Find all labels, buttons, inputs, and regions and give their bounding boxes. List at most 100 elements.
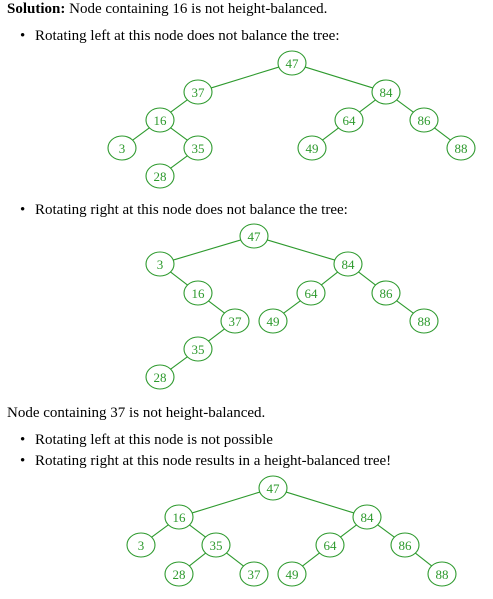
tree-node-35: 35: [183, 336, 213, 362]
tree-edge-b64-b49: [283, 300, 301, 314]
tree-edge-b84-b86: [358, 271, 376, 286]
tree-node-3: 3: [145, 251, 175, 277]
tree-node-3: 3: [126, 532, 156, 558]
tree-node-64: 64: [296, 280, 326, 306]
tree-node-47: 47: [258, 475, 288, 501]
tree-node-label: 49: [286, 567, 299, 582]
paragraph-node-37: Node containing 37 is not height-balance…: [7, 405, 266, 421]
tree-node-84: 84: [371, 79, 401, 105]
tree-node-16: 16: [183, 280, 213, 306]
tree-node-84: 84: [352, 504, 382, 530]
tree-node-circle: [371, 280, 401, 306]
tree-node-label: 28: [154, 370, 167, 385]
tree-edge-b47-b3: [173, 239, 241, 261]
tree-node-label: 16: [173, 510, 187, 525]
bullet-text-right-rotation-16: Rotating right at this node does not bal…: [35, 202, 348, 218]
tree-edge-a35-a28: [170, 155, 188, 169]
tree-node-label: 88: [455, 141, 468, 156]
tree-node-47: 47: [277, 50, 307, 76]
bullet-text-left-rotation-37: Rotating left at this node is not possib…: [35, 432, 273, 448]
tree-node-49: 49: [277, 561, 307, 587]
tree-node-35: 35: [183, 135, 213, 161]
tree-node-64: 64: [334, 107, 364, 133]
tree-node-28: 28: [145, 364, 175, 390]
tree-node-88: 88: [446, 135, 476, 161]
tree-edge-a86-a88: [434, 127, 451, 141]
tree-node-88: 88: [409, 308, 439, 334]
tree-node-64: 64: [315, 532, 345, 558]
tree-node-circle: [333, 251, 363, 277]
bullet-marker-4: •: [20, 453, 26, 469]
tree-node-circle: [164, 504, 194, 530]
tree-node-circle: [258, 308, 288, 334]
tree-edge-b16-b37: [208, 300, 225, 314]
tree-node-label: 35: [192, 342, 205, 357]
bullet-marker-1: •: [20, 28, 26, 44]
tree-edge-a84-a64: [359, 99, 376, 113]
tree-node-label: 35: [192, 141, 205, 156]
tree-node-label: 37: [192, 85, 206, 100]
tree-node-label: 47: [286, 56, 300, 71]
tree-node-circle: [201, 532, 231, 558]
tree-node-label: 37: [248, 567, 262, 582]
tree-node-16: 16: [145, 107, 175, 133]
tree-node-label: 86: [380, 286, 394, 301]
tree-node-label: 86: [418, 113, 432, 128]
tree-node-86: 86: [390, 532, 420, 558]
tree-node-35: 35: [201, 532, 231, 558]
tree-node-label: 88: [418, 314, 431, 329]
tree-node-label: 64: [324, 538, 338, 553]
tree-edge-c84-c64: [340, 524, 357, 538]
tree-node-label: 64: [343, 113, 357, 128]
tree-node-circle: [258, 475, 288, 501]
tree-edge-b37-b35: [208, 328, 225, 342]
tree-node-49: 49: [297, 135, 327, 161]
tree-edge-c47-c16: [192, 491, 260, 514]
tree-node-circle: [183, 336, 213, 362]
solution-label: Solution:: [7, 1, 66, 17]
tree-edge-b35-b28: [170, 356, 188, 370]
tree-node-label: 37: [229, 314, 243, 329]
tree-node-label: 84: [380, 85, 394, 100]
tree-node-label: 28: [173, 567, 186, 582]
tree-node-circle: [409, 107, 439, 133]
tree-node-circle: [277, 50, 307, 76]
tree-edge-c64-c49: [302, 552, 320, 567]
tree-node-88: 88: [427, 561, 457, 587]
tree-node-circle: [126, 532, 156, 558]
tree-node-circle: [145, 251, 175, 277]
tree-node-label: 49: [306, 141, 319, 156]
solution-line: Solution: Node containing 16 is not heig…: [7, 0, 327, 18]
tree-node-label: 88: [436, 567, 449, 582]
bullet-text-right-rotation-37: Rotating right at this node results in a…: [35, 453, 392, 469]
tree-node-37: 37: [239, 561, 269, 587]
tree-edge-c16-c3: [151, 524, 169, 538]
tree-node-circle: [145, 163, 175, 189]
tree-node-49: 49: [258, 308, 288, 334]
tree-node-label: 49: [267, 314, 280, 329]
tree-edge-c35-c37: [226, 552, 244, 567]
tree-edge-c84-c86: [377, 524, 395, 538]
tree-edge-b3-b16: [170, 271, 188, 286]
tree-node-16: 16: [164, 504, 194, 530]
tree-node-37: 37: [183, 79, 213, 105]
tree-node-circle: [297, 135, 327, 161]
tree-edge-a84-a86: [396, 99, 414, 113]
tree-node-label: 16: [192, 286, 206, 301]
tree-node-circle: [164, 561, 194, 587]
tree-node-circle: [427, 561, 457, 587]
tree-node-circle: [296, 280, 326, 306]
bullet-marker-2: •: [20, 202, 26, 218]
tree-node-37: 37: [220, 308, 250, 334]
tree-edge-a37-a16: [170, 99, 188, 113]
tree-node-label: 64: [305, 286, 319, 301]
tree-node-label: 3: [157, 257, 164, 272]
tree-node-label: 84: [361, 510, 375, 525]
tree-node-label: 16: [154, 113, 168, 128]
tree-node-circle: [183, 79, 213, 105]
tree-node-label: 3: [138, 538, 145, 553]
tree-node-28: 28: [164, 561, 194, 587]
tree-node-circle: [315, 532, 345, 558]
